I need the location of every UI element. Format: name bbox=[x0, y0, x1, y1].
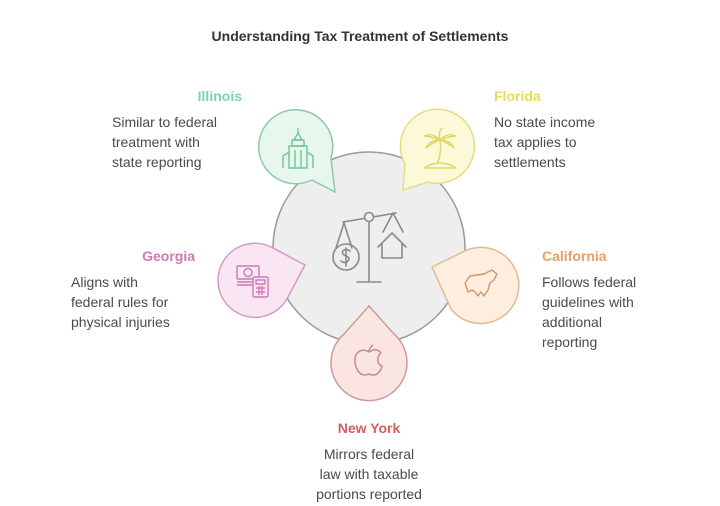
state-description: Aligns with federal rules for physical i… bbox=[71, 274, 170, 330]
apple-icon bbox=[354, 344, 383, 376]
state-card-new-york: New York Mirrors federal law with taxabl… bbox=[289, 418, 449, 504]
palm-tree-island-icon bbox=[423, 127, 457, 169]
state-card-georgia: Georgia Aligns with federal rules for ph… bbox=[35, 246, 195, 332]
florida-marker bbox=[399, 108, 476, 192]
state-name: California bbox=[542, 248, 607, 264]
scale-balance-dollar-house-icon bbox=[332, 211, 407, 283]
new-york-marker bbox=[330, 304, 408, 402]
state-card-florida: Florida No state income tax applies to s… bbox=[494, 86, 654, 172]
california-marker bbox=[431, 246, 520, 325]
skyscraper-icon bbox=[282, 128, 314, 169]
state-description: Mirrors federal law with taxable portion… bbox=[316, 446, 422, 502]
state-description: Follows federal guidelines with addition… bbox=[542, 274, 637, 350]
diagram-title: Understanding Tax Treatment of Settlemen… bbox=[211, 28, 509, 44]
state-description: Similar to federal treatment with state … bbox=[112, 114, 218, 170]
state-description: No state income tax applies to settlemen… bbox=[494, 114, 596, 170]
state-name: Illinois bbox=[197, 88, 242, 104]
money-calculator-icon bbox=[236, 265, 269, 298]
state-card-california: California Follows federal guidelines wi… bbox=[542, 246, 702, 352]
illinois-marker bbox=[258, 109, 336, 194]
state-name: New York bbox=[337, 420, 401, 436]
bear-icon bbox=[464, 269, 498, 297]
state-name: Georgia bbox=[142, 248, 195, 264]
state-name: Florida bbox=[494, 88, 541, 104]
georgia-marker bbox=[217, 242, 307, 319]
state-card-illinois: Illinois Similar to federal treatment wi… bbox=[82, 86, 242, 172]
